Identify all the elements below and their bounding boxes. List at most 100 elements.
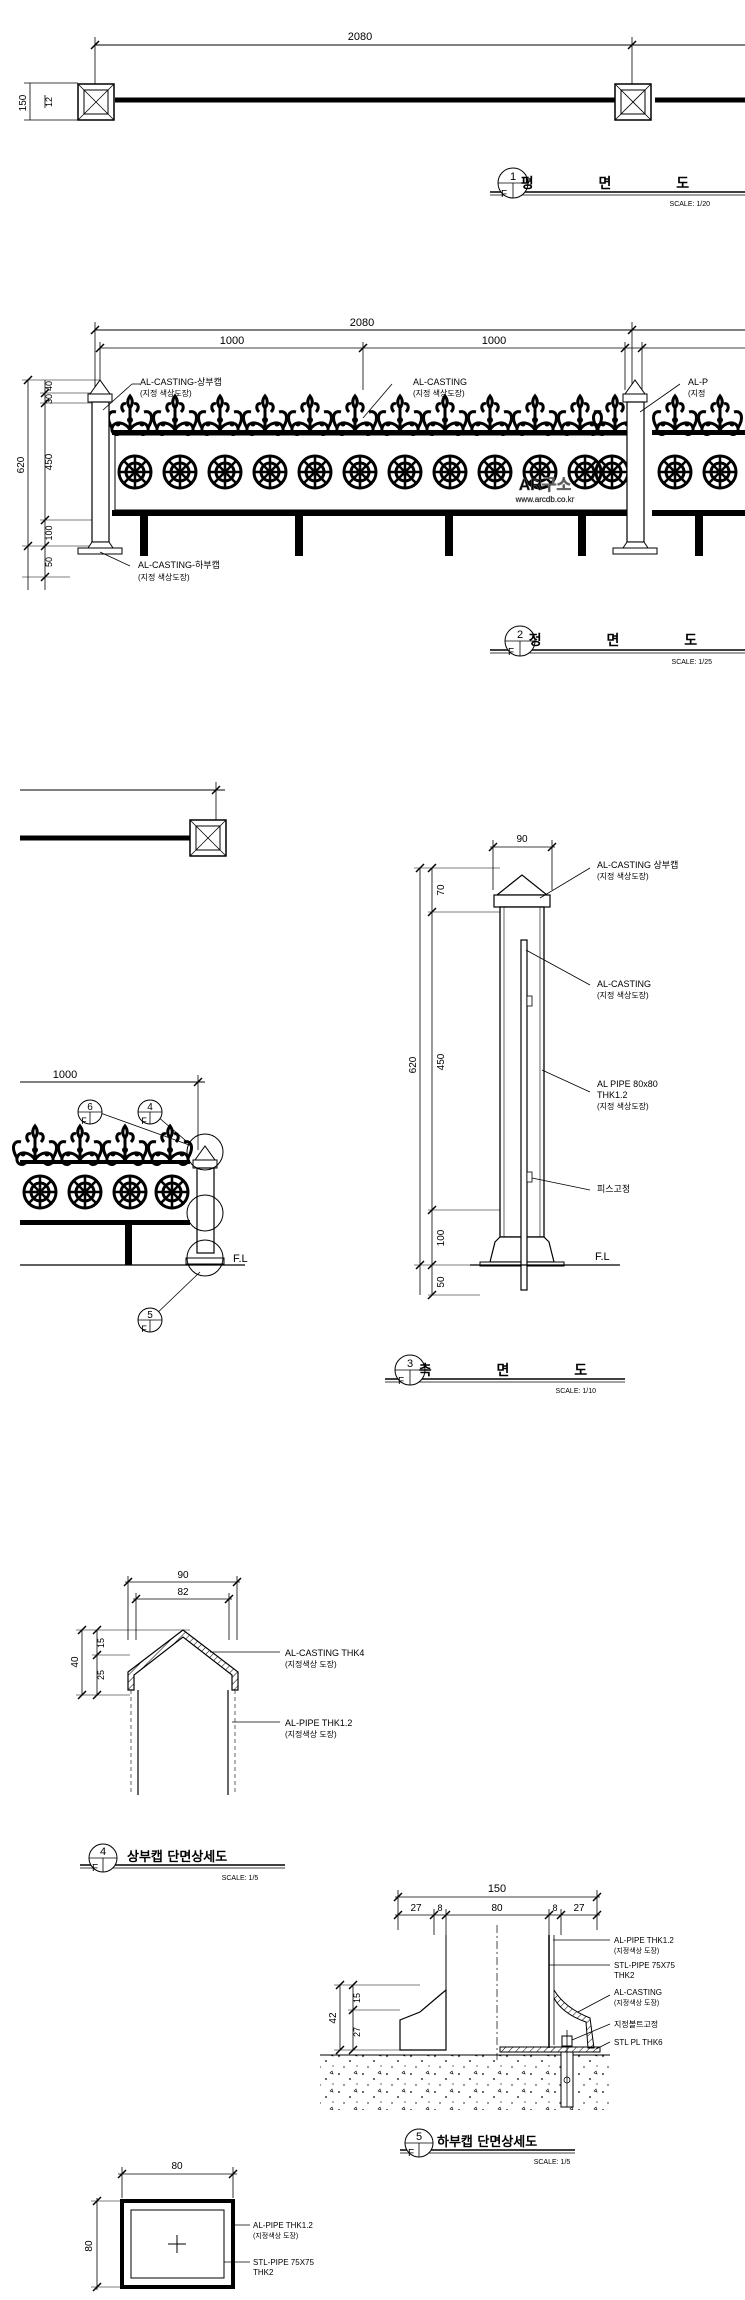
top-note-cast-2: (지정색상 도장) [285,1659,337,1669]
side-dim-h-50: 50 [436,1276,447,1288]
top-dim-90: 90 [177,1570,189,1581]
front-dim-half-2: 1000 [482,335,506,347]
front-dim-h-50: 50 [44,557,54,567]
bottom-dim-27a: 27 [410,1903,422,1914]
front-note-cap-2: (지정 색상도장) [140,388,192,398]
bottom-note-plate: STL PL THK6 [614,2038,663,2047]
ornamental-panel [107,394,745,556]
plan-dim-total: 2080 [348,31,372,43]
front-note-base-1: AL-CASTING-하부캡 [138,559,220,570]
side-note-cast-1: AL-CASTING [597,979,651,989]
side-fl-label: F.L [595,1251,610,1263]
title-block-4: 4 F 상부캡 단면상세도 SCALE: 1/5 [80,1843,285,1882]
plan-dim-post: 12 [44,97,54,107]
section-note-stl-1: STL-PIPE 75X75 [253,2258,314,2267]
callout-4: 4 [147,1102,153,1113]
front-note-panel-2: (지정 색상도장) [413,388,465,398]
callout-6-ref: F [81,1116,87,1126]
bottom-note-stl-1: STL-PIPE 75X75 [614,1961,675,1970]
bottom-note-anchor: 지정볼트고정 [614,2019,658,2029]
watermark-url: www.arcdb.co.kr [515,495,575,504]
key-dim-1000: 1000 [53,1069,77,1081]
top-note-cast-1: AL-CASTING THK4 [285,1648,364,1658]
top-note-pipe-1: AL-PIPE THK1.2 [285,1718,352,1728]
top-dim-82: 82 [177,1587,189,1598]
side-note-pipe-2: THK1.2 [597,1090,628,1100]
bottom-cap-title: 하부캡 단면상세도 [437,2134,537,2150]
top-dim-15: 15 [96,1638,106,1648]
bottom-dim-150: 150 [488,1883,506,1895]
post-side [470,874,620,1291]
bottom-dim-27b: 27 [573,1903,585,1914]
plan-view-title: 평 면 도 [521,175,719,192]
bottom-dim-80: 80 [491,1903,503,1914]
plan-view: 2080 150 12 1 F 평 면 도 [18,31,745,208]
top-note-pipe-2: (지정색상 도장) [285,1729,337,1739]
title-block-3: 3 F 측 면 도 SCALE: 1/10 [385,1354,625,1395]
title-block-5: 5 F 하부캡 단면상세도 SCALE: 1/5 [400,2128,575,2166]
detail-number-5: 5 [416,2131,422,2143]
front-view: 2080 1000 1000 620 450 40 30 100 50 [16,317,745,666]
section-note-pipe-2: (지정색상 도장) [253,2231,298,2240]
section-note-pipe-1: AL-PIPE THK1.2 [253,2221,313,2230]
key-fl-label: F.L [233,1253,248,1265]
bottom-cap-detail: 150 27 8 80 8 27 42 27 15 [320,1883,675,2166]
title-block-2: 2 F 정 면 도 SCALE: 1/25 [490,625,745,666]
title-block-1: 1 F 평 면 도 SCALE: 1/20 [490,167,745,208]
bottom-note-cast-2: (지정색상 도장) [614,1998,659,2007]
callout-5: 5 [147,1310,153,1321]
watermark-logo: AR구소 [519,476,572,494]
side-note-screw: 피스고정 [597,1184,630,1194]
sheet-ref-1: F [501,189,507,200]
bottom-note-stl-2: THK2 [614,1971,635,1980]
side-dim-h-620: 620 [408,1056,419,1073]
side-dim-h-70: 70 [436,884,447,896]
front-view-scale: SCALE: 1/25 [672,659,713,666]
post-plan-right [614,83,652,121]
top-cap-scale: SCALE: 1/5 [222,1875,259,1882]
bottom-dim-8b: 8 [552,1903,557,1913]
front-note-base-2: (지정 색상도장) [138,572,190,582]
side-note-cap-1: AL-CASTING 상부캡 [597,859,678,870]
detail-number-1: 1 [510,171,516,183]
detail-number-2: 2 [517,629,523,641]
section-dim-80-w: 80 [171,2161,183,2172]
post-front-left [77,379,123,555]
side-view: 90 620 70 450 100 50 [385,834,678,1395]
post-front-right [612,379,658,555]
detail-number-4: 4 [100,1846,106,1858]
side-dim-width: 90 [516,834,528,845]
front-dim-h-40: 40 [44,381,54,391]
side-note-cast-2: (지정 색상도장) [597,990,649,1000]
bottom-dim-27c: 27 [352,2027,362,2037]
top-dim-40: 40 [70,1656,81,1668]
front-dim-h-total: 620 [16,456,27,473]
side-view-scale: SCALE: 1/10 [556,1388,597,1395]
sheet-ref-5: F [408,2148,414,2159]
bottom-dim-15: 15 [352,1993,362,2003]
callout-5-ref: F [141,1324,147,1334]
bottom-dim-42: 42 [328,2012,339,2024]
section-dim-80-h: 80 [84,2240,95,2252]
front-note-right-1: AL-P [688,377,708,387]
side-note-pipe-1: AL PIPE 80x80 [597,1079,658,1089]
front-note-right-2: (지정 [688,388,705,398]
post-section-detail: 80 80 AL-PIPE THK1.2 (지정색상 도장) STL-PIPE … [84,2161,314,2292]
section-note-stl-2: THK2 [253,2268,274,2277]
top-dim-25: 25 [96,1670,106,1680]
front-dim-h-100: 100 [44,525,54,540]
plan-dim-height: 150 [18,94,29,111]
callout-6: 6 [87,1102,93,1113]
front-view-title: 정 면 도 [529,632,727,649]
top-cap-title: 상부캡 단면상세도 [127,1849,227,1865]
plan-view-scale: SCALE: 1/20 [670,201,711,208]
side-dim-h-450: 450 [436,1053,447,1070]
front-dim-half-1: 1000 [220,335,244,347]
bottom-cap-scale: SCALE: 1/5 [534,2159,571,2166]
key-view: 1000 6 F 4 F 5 F F.L [12,782,248,1334]
sheet-ref-4: F [92,1863,98,1874]
bottom-note-pipe-1: AL-PIPE THK1.2 [614,1936,674,1945]
front-dim-h-450: 450 [44,453,55,470]
side-note-cap-2: (지정 색상도장) [597,871,649,881]
bottom-note-cast-1: AL-CASTING [614,1988,662,1997]
